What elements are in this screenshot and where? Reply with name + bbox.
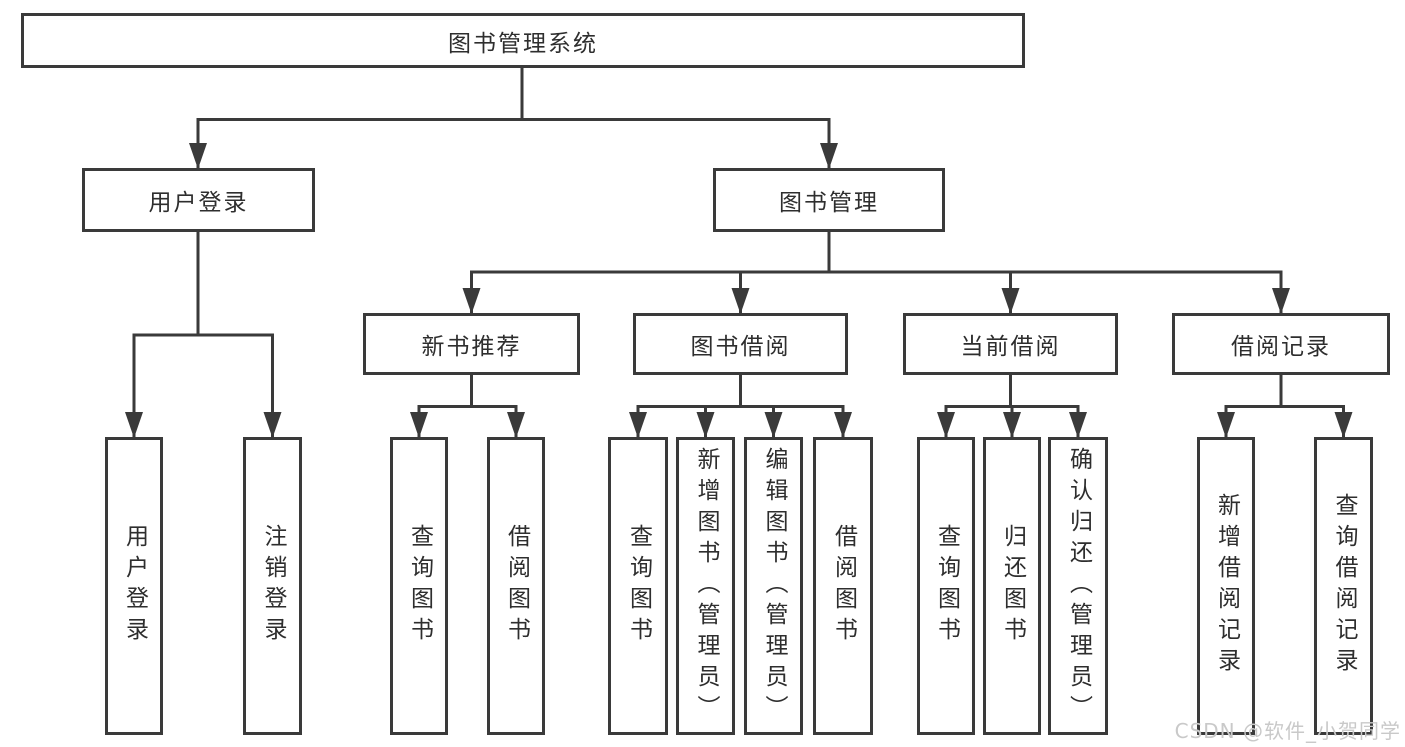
node-label: 图书管理系统 [448, 30, 598, 57]
leaf-query-books: 查询图书 [917, 437, 975, 735]
node-label: 图书借阅 [690, 334, 791, 360]
node-label: 查询借阅记录 [1331, 493, 1357, 679]
leaf-add-books-admin: 新增图书（管理员） [676, 437, 735, 735]
node-label: 注销登录 [260, 524, 286, 648]
node-label: 新增借阅记录 [1213, 493, 1240, 679]
leaf-edit-books-admin: 编辑图书（管理员） [744, 437, 803, 735]
node-label: 归还图书 [999, 524, 1026, 648]
leaf-add-borrow-record: 新增借阅记录 [1197, 437, 1255, 735]
node-current-borrowing: 当前借阅 [903, 313, 1118, 375]
node-label: 查询图书 [406, 524, 433, 648]
node-book-management: 图书管理 [713, 168, 945, 232]
node-label: 查询图书 [933, 524, 960, 648]
leaf-query-books: 查询图书 [608, 437, 668, 735]
node-new-book-recommendation: 新书推荐 [363, 313, 580, 375]
node-borrowing-records: 借阅记录 [1172, 313, 1390, 375]
leaf-logout: 注销登录 [243, 437, 302, 735]
leaf-query-borrow-record: 查询借阅记录 [1314, 437, 1373, 735]
node-label: 借阅记录 [1231, 334, 1331, 360]
leaf-return-books: 归还图书 [983, 437, 1041, 735]
node-label: 用户登录 [121, 524, 148, 648]
node-label: 编辑图书（管理员） [761, 446, 787, 726]
leaf-borrow-books: 借阅图书 [487, 437, 545, 735]
node-label: 新增图书（管理员） [693, 446, 719, 726]
watermark: CSDN @软件_小贺同学 [1174, 719, 1401, 743]
leaf-borrow-books: 借阅图书 [813, 437, 873, 735]
node-label: 借阅图书 [830, 524, 857, 648]
node-label: 确认归还（管理员） [1065, 446, 1092, 726]
node-label: 用户登录 [148, 190, 249, 216]
leaf-confirm-return-admin: 确认归还（管理员） [1048, 437, 1108, 735]
node-label: 当前借阅 [960, 334, 1061, 360]
node-user-login: 用户登录 [82, 168, 315, 232]
node-label: 借阅图书 [503, 524, 530, 648]
node-library-management-system: 图书管理系统 [21, 13, 1025, 68]
node-label: 新书推荐 [421, 334, 522, 360]
leaf-user-login: 用户登录 [105, 437, 163, 735]
leaf-query-books: 查询图书 [390, 437, 448, 735]
node-label: 查询图书 [625, 524, 652, 648]
node-label: 图书管理 [779, 190, 879, 216]
node-book-borrowing: 图书借阅 [633, 313, 848, 375]
